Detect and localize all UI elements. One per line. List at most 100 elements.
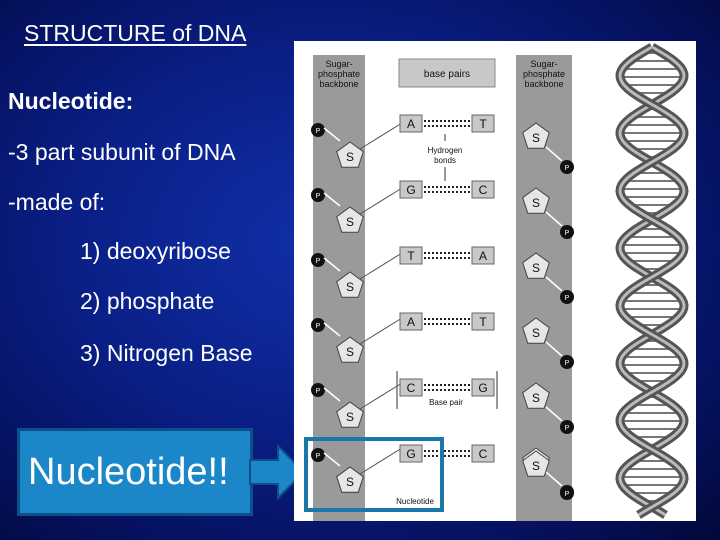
right-bond bbox=[545, 211, 563, 227]
right-phosphate bbox=[560, 160, 574, 174]
item-phosphate: 2) phosphate bbox=[80, 288, 215, 314]
left-bond bbox=[323, 257, 341, 272]
left-base-box bbox=[399, 246, 423, 265]
left-bond bbox=[323, 127, 341, 142]
right-backbone-label-3: backbone bbox=[524, 79, 563, 89]
made-of-text: -made of: bbox=[8, 189, 106, 215]
right-base-box bbox=[471, 444, 495, 463]
left-base-letter: T bbox=[407, 249, 415, 263]
left-base-box bbox=[399, 180, 423, 199]
left-phosphate-letter: P bbox=[316, 128, 321, 135]
item-deoxyribose: 1) deoxyribose bbox=[80, 238, 231, 264]
left-sugar-base-link bbox=[359, 122, 403, 150]
left-sugar bbox=[336, 466, 364, 493]
right-bond bbox=[545, 471, 563, 487]
left-sugar-letter: S bbox=[346, 475, 354, 489]
right-sugar bbox=[522, 382, 550, 409]
left-sugar-base-link bbox=[359, 447, 403, 475]
left-phosphate bbox=[311, 123, 325, 137]
left-phosphate-letter: P bbox=[316, 453, 321, 460]
left-phosphate-letter: P bbox=[316, 388, 321, 395]
left-base-letter: A bbox=[407, 117, 415, 131]
left-base-box bbox=[399, 444, 423, 463]
right-sugar bbox=[522, 450, 550, 477]
right-base-letter: C bbox=[479, 447, 488, 461]
right-base-box bbox=[471, 312, 495, 331]
right-bond bbox=[545, 406, 563, 422]
left-sugar-base-link bbox=[359, 187, 403, 215]
right-bond bbox=[545, 146, 563, 162]
left-sugar bbox=[336, 141, 364, 168]
right-backbone bbox=[516, 55, 572, 521]
left-sugar-letter: S bbox=[346, 280, 354, 294]
subunit-text: -3 part subunit of DNA bbox=[8, 139, 236, 165]
left-backbone-label-2: phosphate bbox=[318, 69, 360, 79]
nucleotide-callout: Nucleotide!! bbox=[17, 428, 253, 516]
right-base-letter: A bbox=[479, 249, 487, 263]
item-nitrogen-base: 3) Nitrogen Base bbox=[80, 340, 253, 366]
left-phosphate bbox=[311, 448, 325, 462]
left-bond bbox=[323, 322, 341, 337]
right-phosphate bbox=[560, 225, 574, 239]
left-sugar-base-link bbox=[359, 252, 403, 280]
right-backbone-label-1: Sugar- bbox=[530, 59, 557, 69]
nucleotide-heading: Nucleotide: bbox=[8, 88, 134, 114]
hydrogen-bonds-label-2: bonds bbox=[434, 156, 456, 165]
left-phosphate-letter: P bbox=[316, 323, 321, 330]
left-phosphate bbox=[311, 253, 325, 267]
right-base-box bbox=[471, 114, 495, 133]
left-sugar bbox=[336, 336, 364, 363]
helix-strand-2-highlight bbox=[618, 45, 686, 517]
left-phosphate-letter: P bbox=[316, 193, 321, 200]
right-bond bbox=[545, 276, 563, 292]
left-bond bbox=[323, 192, 341, 207]
right-sugar bbox=[522, 187, 550, 214]
right-phosphate-letter: P bbox=[565, 165, 570, 172]
right-phosphate-letter: P bbox=[565, 295, 570, 302]
right-phosphate-letter: P bbox=[565, 230, 570, 237]
right-sugar-letter: S bbox=[532, 391, 540, 405]
base-pairs-header-box bbox=[398, 58, 496, 88]
right-sugar bbox=[522, 122, 550, 149]
right-base-box bbox=[471, 378, 495, 397]
right-phosphate-letter: P bbox=[565, 491, 570, 498]
right-sugar-letter: S bbox=[532, 459, 540, 473]
dna-structure-svg: Sugar- phosphate backbone Sugar- phospha… bbox=[311, 43, 689, 521]
helix-strand-1-highlight bbox=[618, 45, 686, 517]
right-phosphate bbox=[560, 290, 574, 304]
left-sugar-letter: S bbox=[346, 410, 354, 424]
right-base-letter: G bbox=[478, 381, 487, 395]
left-base-box bbox=[399, 378, 423, 397]
right-backbone-label-2: phosphate bbox=[523, 69, 565, 79]
bullet-list: Nucleotide: -3 part subunit of DNA -made… bbox=[8, 0, 308, 400]
left-base-letter: G bbox=[406, 447, 415, 461]
left-sugar-base-link bbox=[359, 382, 403, 410]
right-phosphate bbox=[560, 420, 574, 434]
left-backbone-label-1: Sugar- bbox=[325, 59, 352, 69]
left-bond bbox=[323, 387, 341, 402]
left-base-box bbox=[399, 312, 423, 331]
left-phosphate-letter: P bbox=[316, 258, 321, 265]
left-sugar bbox=[336, 401, 364, 428]
right-bond bbox=[545, 341, 563, 357]
right-phosphate bbox=[560, 355, 574, 369]
nucleotide-highlight-box bbox=[304, 437, 444, 512]
arrow-right-icon bbox=[249, 443, 306, 500]
right-phosphate-letter: P bbox=[565, 425, 570, 432]
right-sugar bbox=[522, 317, 550, 344]
nucleotide-label: Nucleotide bbox=[396, 497, 434, 506]
right-sugar-letter: S bbox=[532, 131, 540, 145]
right-sugar-letter: S bbox=[532, 196, 540, 210]
left-bond bbox=[323, 452, 341, 467]
left-phosphate bbox=[311, 318, 325, 332]
slide-title: STRUCTURE of DNA bbox=[24, 20, 247, 46]
dna-diagram: Sugar- phosphate backbone Sugar- phospha… bbox=[294, 41, 696, 521]
left-phosphate bbox=[311, 383, 325, 397]
right-base-box bbox=[471, 246, 495, 265]
left-sugar bbox=[336, 206, 364, 233]
left-backbone-label-3: backbone bbox=[319, 79, 358, 89]
right-base-letter: T bbox=[479, 117, 487, 131]
right-phosphate bbox=[560, 486, 574, 500]
right-base-letter: C bbox=[479, 183, 488, 197]
right-base-letter: T bbox=[479, 315, 487, 329]
